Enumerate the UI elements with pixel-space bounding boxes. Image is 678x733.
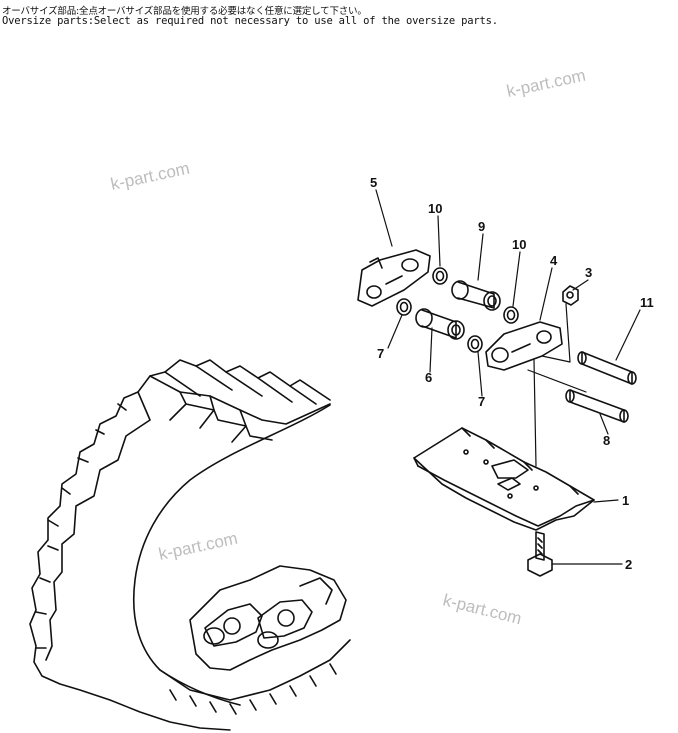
watermark: k-part.com	[505, 66, 587, 101]
callout-10-upper: 10	[428, 201, 442, 216]
seal-10-right	[503, 306, 519, 324]
leader-lines	[375, 189, 641, 565]
seal-10-upper	[432, 267, 448, 285]
oversize-note-english: Oversize parts:Select as required not ne…	[2, 15, 498, 27]
callout-10-right: 10	[512, 237, 526, 252]
callout-5: 5	[370, 175, 377, 190]
track-shoe-1	[413, 427, 595, 531]
bolt-2	[527, 531, 553, 577]
callout-6: 6	[425, 370, 432, 385]
pin-8	[565, 389, 629, 423]
pin-11	[577, 351, 637, 385]
seal-7-left	[396, 298, 412, 316]
bushing-9	[451, 280, 501, 311]
callout-2: 2	[625, 557, 632, 572]
callout-4: 4	[550, 253, 558, 268]
callout-3: 3	[585, 265, 592, 280]
callout-9: 9	[478, 219, 485, 234]
nut-3	[562, 285, 579, 306]
callout-7-left: 7	[377, 346, 384, 361]
callout-11: 11	[640, 295, 654, 310]
link-4	[485, 321, 563, 371]
link-5	[357, 249, 431, 307]
callout-7-right: 7	[478, 394, 485, 409]
bushing-6	[415, 308, 465, 340]
seal-7-right	[467, 335, 483, 353]
watermark: k-part.com	[157, 529, 239, 564]
watermark: k-part.com	[109, 159, 191, 194]
track-assembly	[29, 359, 351, 731]
oversize-note-japanese: オーバサイズ部品:全点オーバサイズ部品を使用する必要はなく任意に選定して下さい。	[2, 6, 367, 17]
callout-8: 8	[603, 433, 610, 448]
watermark: k-part.com	[441, 590, 524, 628]
callout-1: 1	[622, 493, 629, 508]
